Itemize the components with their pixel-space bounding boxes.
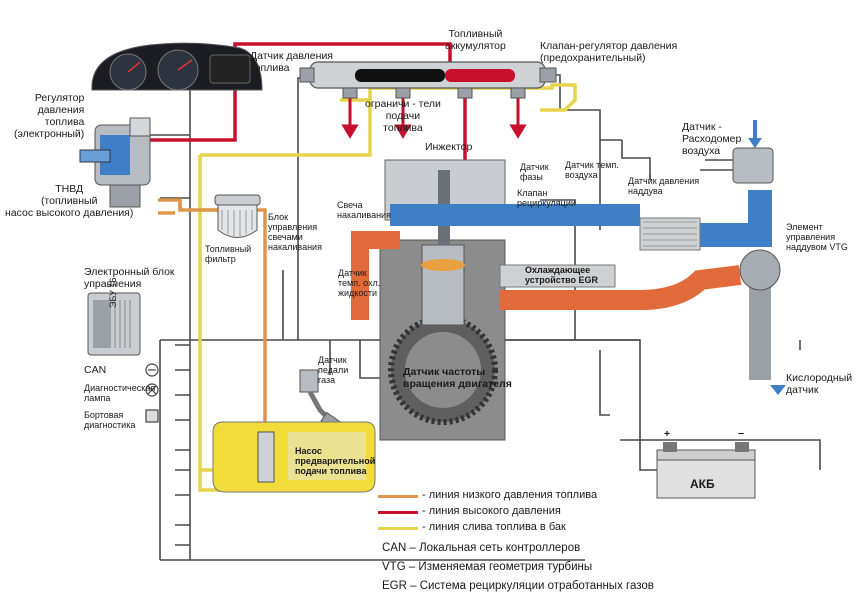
limiter-arrows xyxy=(341,95,527,139)
maf-label: Датчик - Расходомер воздуха xyxy=(682,121,742,157)
legend-swatch-low xyxy=(378,495,418,498)
battery-label: АКБ xyxy=(690,477,715,491)
lambda-label: Кислородный датчик xyxy=(786,372,853,396)
prepump-label: Насос предварительной подачи топлива xyxy=(295,446,376,476)
coolant-temp-label: Датчик темп. охл. жидкости xyxy=(338,268,381,298)
abbr-can: CAN – Локальная сеть контроллеров xyxy=(382,542,581,554)
legend-swatch-high xyxy=(378,511,418,514)
egr-valve-label: Клапан рециркуляции xyxy=(517,188,576,208)
pressure-sensor-label: Датчик давления топлива xyxy=(250,50,333,74)
fuel-filter-label: Топливный фильтр xyxy=(205,244,252,264)
pedal-sensor-label: Датчик педали газа xyxy=(318,355,349,385)
ecu-port-icons xyxy=(145,363,159,423)
battery-minus: − xyxy=(738,428,745,440)
can-label: CAN xyxy=(84,364,107,376)
fuel-filter xyxy=(214,194,261,238)
abbr-egr: EGR – Система рециркуляции отработанных … xyxy=(382,580,654,592)
diag-lamp-label: Диагностическая лампа xyxy=(84,383,156,403)
battery xyxy=(656,442,756,499)
high-pressure-pump xyxy=(79,117,151,208)
intake-temp-label: Датчик темп. воздуха xyxy=(565,160,619,180)
vtg-label: Элемент управления наддувом VTG xyxy=(786,222,848,252)
regulator-label: Регулятор давления топлива (электронный) xyxy=(14,92,85,140)
onboard-diag-label: Бортовая диагностика xyxy=(84,410,136,430)
engine xyxy=(379,159,506,441)
exhaust-manifold xyxy=(351,231,786,395)
abbr-vtg: VTG – Изменяемая геометрия турбины xyxy=(382,561,593,573)
glow-plug-label: Свеча накаливания xyxy=(337,200,391,220)
boost-pressure-label: Датчик давления наддува xyxy=(628,176,700,196)
injector-label: Инжектор xyxy=(425,141,473,153)
accumulator-label: Топливный аккумулятор xyxy=(445,28,506,52)
limiters-label: ограничи - тели подачи топлива xyxy=(365,98,441,134)
battery-plus: + xyxy=(664,428,671,440)
legend-high-text: - линия высокого давления xyxy=(422,505,561,517)
fuel-rail xyxy=(299,61,557,99)
ecu-box xyxy=(87,292,141,356)
fuel-tank xyxy=(212,421,376,493)
legend-swatch-return xyxy=(378,527,418,530)
tnvd-label: ТНВД (топливный насос высокого давления) xyxy=(5,183,134,219)
phase-sensor-label: Датчик фазы xyxy=(520,162,549,182)
glow-unit-label: Блок управления свечами накаливания xyxy=(268,212,322,252)
low-pressure-line xyxy=(158,198,267,430)
relief-valve-label: Клапан-регулятор давления (предохранител… xyxy=(540,40,678,64)
intake-manifold xyxy=(390,120,774,251)
ecu-label: Электронный блок управления xyxy=(84,266,175,290)
instrument-cluster xyxy=(91,42,263,91)
ecu-mark: ЭБУ 16 xyxy=(108,277,118,308)
legend-return-text: - линия слива топлива в бак xyxy=(422,521,566,533)
crank-sensor-label: Датчик частоты вращения двигателя xyxy=(403,366,512,390)
legend-low-text: - линия низкого давления топлива xyxy=(422,489,598,501)
egr-cooler-label: Охлаждающее устройство EGR xyxy=(525,265,599,285)
